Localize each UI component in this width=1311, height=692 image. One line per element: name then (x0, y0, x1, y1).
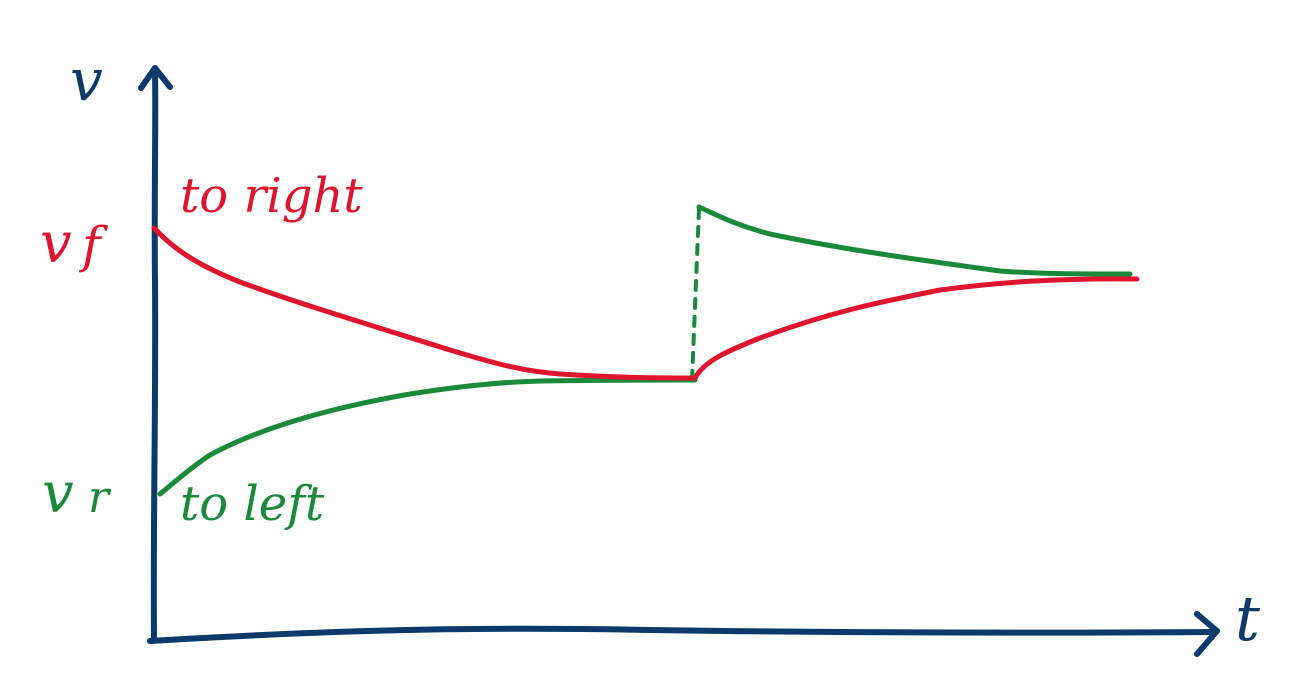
axes: v t (70, 46, 1260, 657)
lower-curve-vr (157, 204, 1133, 497)
upper-curve-vf (151, 225, 1140, 381)
vr-label-main: v (42, 461, 74, 526)
vf-label: v f (40, 211, 108, 276)
x-axis-label: t (1235, 582, 1260, 655)
vf-label-main: v (40, 211, 72, 276)
vf-label-sub: f (78, 216, 108, 274)
y-axis-arrowhead (138, 65, 173, 91)
to-right-label: to right (180, 168, 363, 224)
to-left-label: to left (180, 476, 325, 532)
vr-label-sub: r (88, 472, 112, 523)
y-axis-line (150, 67, 159, 643)
vr-label: v r (42, 461, 112, 526)
y-axis-label: v (70, 46, 103, 114)
velocity-jump-dashed-line (690, 207, 701, 382)
x-axis-arrowhead (1194, 611, 1220, 657)
x-axis-line (147, 625, 1218, 644)
